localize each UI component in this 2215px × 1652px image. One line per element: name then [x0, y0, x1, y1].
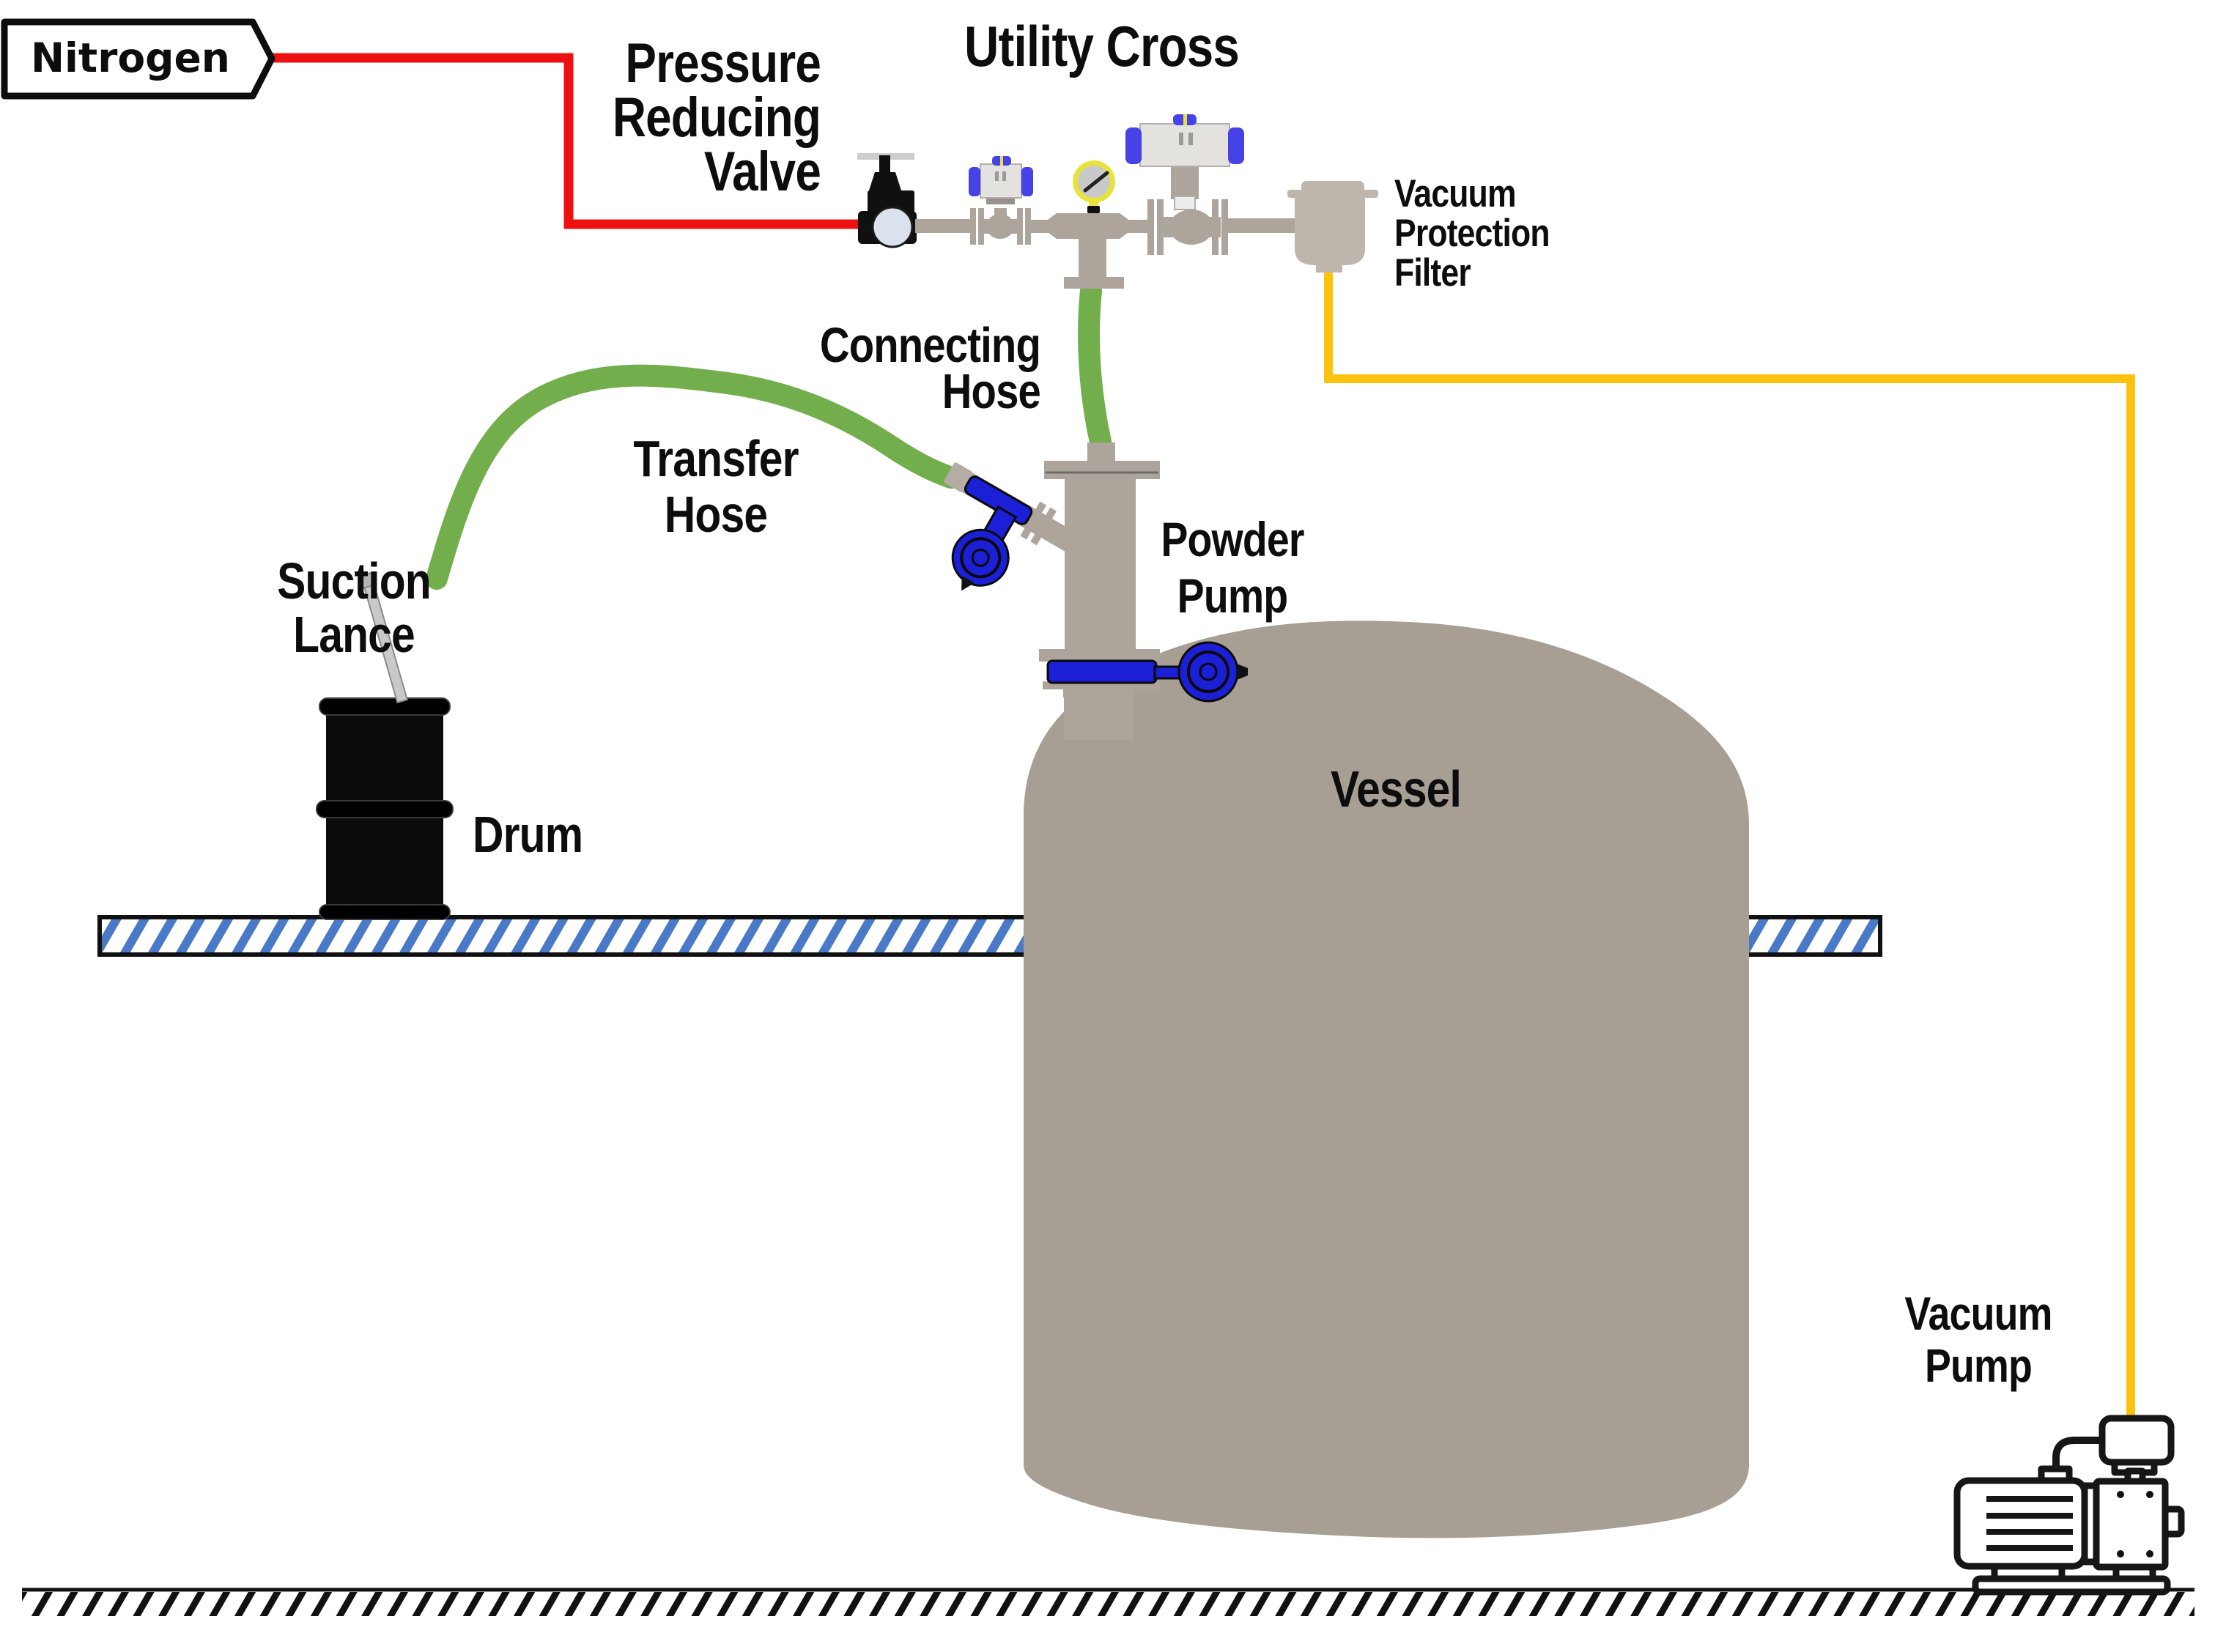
outlet-butterfly-valve [1046, 641, 1248, 703]
vacuum-pump-icon [1953, 1415, 2185, 1596]
label-vacuum-protection-filter: Vacuum Protection Filter [1394, 172, 1550, 295]
label-utility-cross: Utility Cross [964, 14, 1240, 78]
vessel [1024, 621, 1749, 1538]
nitrogen-tag [1, 18, 276, 100]
label-powder-pump: Powder Pump [1161, 512, 1304, 623]
inlet-butterfly-valve [944, 462, 1085, 591]
label-drum: Drum [473, 806, 583, 863]
nitrogen-line [271, 53, 869, 229]
label-suction-lance: Suction Lance [277, 552, 432, 663]
label-connecting-hose: Connecting Hose [819, 318, 1041, 419]
vacuum-line [1324, 268, 2135, 1420]
label-nitrogen: Nitrogen [31, 34, 230, 81]
label-pressure-reducing-valve: Pressure Reducing Valve [612, 32, 821, 203]
pressure-reducing-valve [857, 153, 917, 248]
label-transfer-hose: Transfer Hose [633, 430, 799, 543]
gauge-needle [1083, 171, 1109, 193]
transfer-hose [426, 364, 962, 590]
prv-knob [871, 206, 914, 248]
pressure-gauge [1073, 160, 1115, 213]
powder-pump [1039, 442, 1160, 740]
connecting-hose [1078, 280, 1112, 453]
actuated-valve-2 [1125, 114, 1244, 255]
drum [316, 697, 454, 920]
label-vacuum-pump: Vacuum Pump [1904, 1287, 2052, 1392]
ground [22, 1588, 2194, 1616]
label-vessel: Vessel [1330, 760, 1462, 818]
suction-lance [358, 571, 408, 704]
actuated-valve-1 [969, 156, 1033, 245]
vacuum-protection-filter [1287, 181, 1378, 273]
utility-cross-pipe [915, 213, 1295, 289]
